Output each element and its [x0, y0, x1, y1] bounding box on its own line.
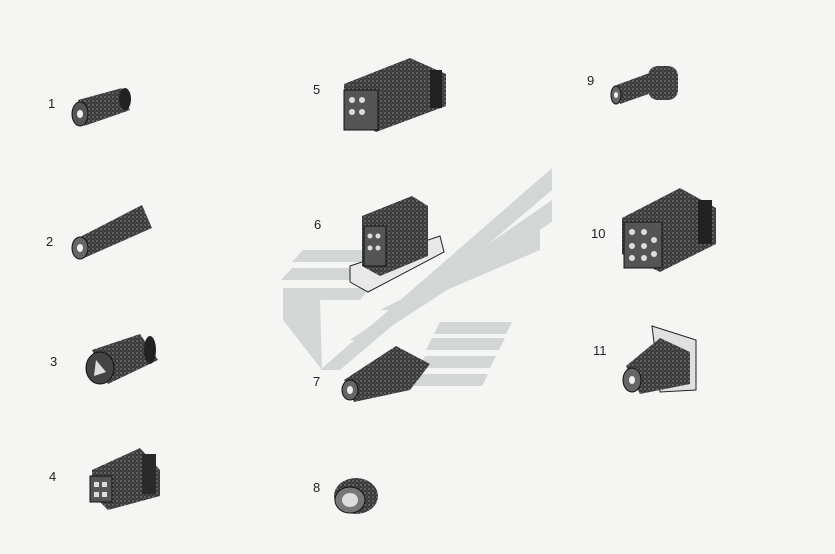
part-number-8: 8 [313, 480, 321, 495]
part-number-5: 5 [313, 82, 321, 97]
multi-pin-block-icon [622, 188, 716, 272]
grommet-cylinder-icon [71, 88, 131, 127]
part-number-7: 7 [313, 374, 321, 389]
elbow-cap-icon [610, 66, 678, 105]
part-number-9: 9 [587, 73, 595, 88]
part-number-10: 10 [591, 226, 606, 241]
part-number-2: 2 [46, 234, 54, 249]
flanged-boot-icon [622, 325, 697, 394]
square-connector-icon [89, 448, 160, 510]
wedge-boot-icon [341, 346, 430, 402]
ring-grommet-icon [334, 478, 378, 514]
tapered-boot-icon [71, 205, 152, 260]
part-number-4: 4 [49, 469, 57, 484]
rectangular-block-icon [343, 58, 446, 132]
flanged-housing-icon [349, 196, 445, 293]
round-connector-icon [85, 334, 158, 385]
part-number-3: 3 [50, 354, 58, 369]
part-number-6: 6 [314, 217, 322, 232]
part-number-11: 11 [593, 343, 607, 358]
part-number-1: 1 [48, 96, 56, 111]
